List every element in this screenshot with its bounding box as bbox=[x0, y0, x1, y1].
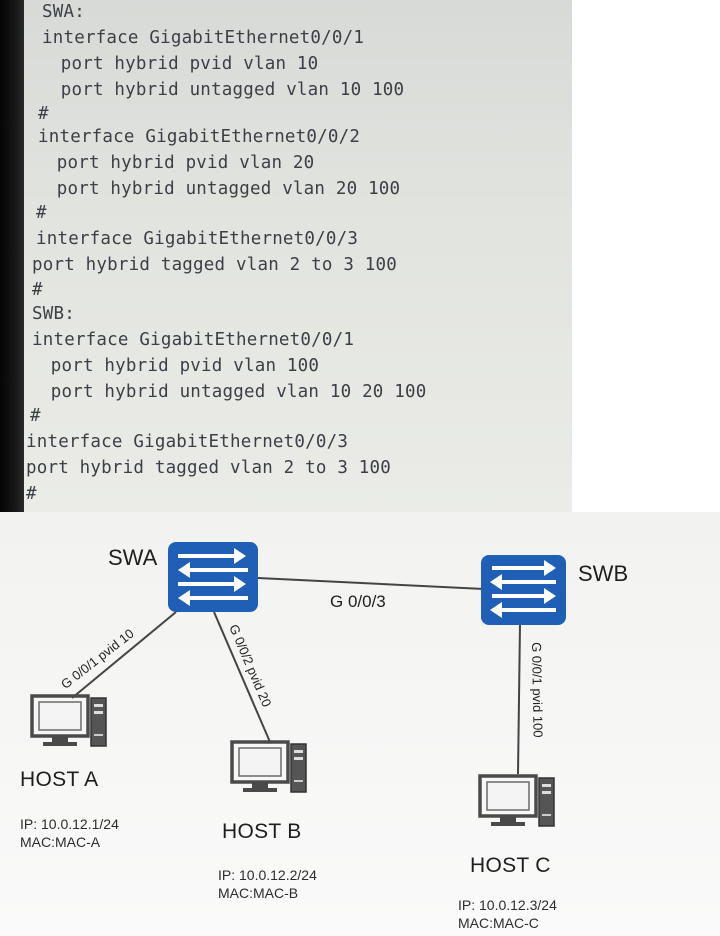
switch-swb bbox=[481, 555, 566, 625]
host-c-mac: MAC:MAC-C bbox=[458, 915, 539, 931]
link-swa-host-a bbox=[71, 611, 177, 699]
desktop-computer-icon bbox=[478, 774, 556, 828]
config-line: interface GigabitEthernet0/0/3 bbox=[36, 229, 359, 249]
link-swa-swb bbox=[257, 577, 485, 590]
host-a-name: HOST A bbox=[20, 768, 99, 791]
host-a-ip: IP: 10.0.12.1/24 bbox=[20, 816, 119, 832]
config-line: port hybrid pvid vlan 10 bbox=[50, 54, 319, 74]
switch-swa bbox=[168, 542, 258, 612]
host-c-name: HOST C bbox=[470, 854, 551, 877]
link-label-swb-host-c: G 0/0/1 pvid 100 bbox=[529, 642, 546, 738]
config-line: port hybrid pvid vlan 20 bbox=[46, 153, 315, 173]
photo-dark-edge bbox=[0, 0, 24, 512]
link-swa-host-b bbox=[213, 611, 271, 743]
switch-arrows-icon bbox=[168, 542, 258, 612]
config-line: interface GigabitEthernet0/0/2 bbox=[38, 127, 361, 147]
host-b-ip: IP: 10.0.12.2/24 bbox=[218, 867, 317, 883]
config-line: port hybrid untagged vlan 20 100 bbox=[46, 179, 401, 199]
config-line: SWA: bbox=[42, 2, 85, 22]
config-photo: SWA: interface GigabitEthernet0/0/1 port … bbox=[0, 0, 572, 512]
host-b-name: HOST B bbox=[222, 820, 302, 843]
config-line: interface GigabitEthernet0/0/1 bbox=[32, 330, 355, 350]
desktop-computer-icon bbox=[230, 740, 308, 794]
config-line: # bbox=[32, 280, 43, 300]
config-line: # bbox=[36, 203, 47, 223]
config-line: port hybrid tagged vlan 2 to 3 100 bbox=[32, 255, 398, 275]
config-line: port hybrid untagged vlan 10 100 bbox=[50, 80, 405, 100]
config-line: port hybrid untagged vlan 10 20 100 bbox=[40, 382, 427, 402]
config-line: port hybrid pvid vlan 100 bbox=[40, 356, 320, 376]
switch-arrows-icon bbox=[481, 555, 566, 625]
config-line: # bbox=[26, 484, 37, 504]
config-line: interface GigabitEthernet0/0/1 bbox=[42, 28, 365, 48]
swa-label: SWA bbox=[108, 545, 158, 570]
link-swb-host-c bbox=[517, 623, 521, 775]
config-line: SWB: bbox=[32, 304, 75, 324]
host-c-ip: IP: 10.0.12.3/24 bbox=[458, 897, 557, 913]
link-label-swa-swb: G 0/0/3 bbox=[330, 592, 386, 611]
config-line: interface GigabitEthernet0/0/3 bbox=[26, 432, 349, 452]
config-line: # bbox=[30, 406, 41, 426]
host-b-mac: MAC:MAC-B bbox=[218, 885, 299, 901]
config-line: port hybrid tagged vlan 2 to 3 100 bbox=[26, 458, 392, 478]
swb-label: SWB bbox=[578, 561, 629, 586]
config-line: # bbox=[38, 104, 49, 124]
desktop-computer-icon bbox=[30, 694, 108, 748]
host-a-mac: MAC:MAC-A bbox=[20, 834, 101, 850]
